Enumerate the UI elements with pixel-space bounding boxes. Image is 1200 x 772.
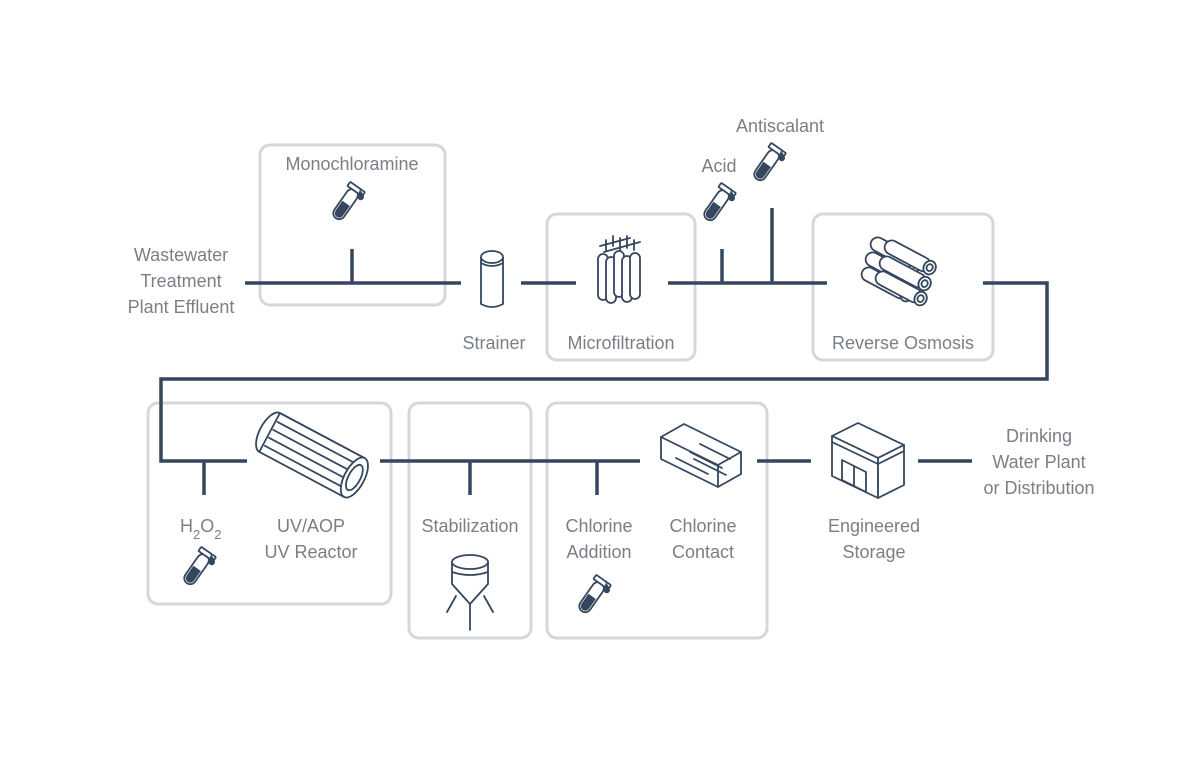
test-tube-icon-chlorine-addition <box>573 573 612 618</box>
uv-reactor-icon <box>255 411 369 499</box>
destination-label-line-2: Water Plant <box>992 452 1085 472</box>
storage-label-line-2: Storage <box>842 542 905 562</box>
source-label-line-2: Treatment <box>140 271 221 291</box>
chlorine-addition-label-line-2: Addition <box>566 542 631 562</box>
source-label-line-3: Plant Effluent <box>128 297 235 317</box>
microfiltration-label: Microfiltration <box>567 333 674 353</box>
uvaop-label-line-1: UV/AOP <box>277 516 345 536</box>
test-tube-icon-antiscalant <box>748 141 787 186</box>
h2o2-label: H2O2 <box>180 516 221 542</box>
uvaop-label-line-2: UV Reactor <box>264 542 357 562</box>
stabilization-box <box>407 401 533 640</box>
monochloramine-label: Monochloramine <box>285 154 418 174</box>
storage-label-line-1: Engineered <box>828 516 920 536</box>
strainer-icon <box>480 250 504 308</box>
silo-icon <box>446 554 494 631</box>
antiscalant-label: Antiscalant <box>736 116 824 136</box>
uvaop-box <box>146 401 393 606</box>
destination-label-line-1: Drinking <box>1006 426 1072 446</box>
destination-label-line-3: or Distribution <box>983 478 1094 498</box>
chlorine-addition-label-line-1: Chlorine <box>565 516 632 536</box>
acid-label: Acid <box>701 156 736 176</box>
stabilization-label: Stabilization <box>421 516 518 536</box>
reverse-osmosis-box <box>811 212 995 362</box>
storage-building-icon <box>831 422 905 499</box>
reverse-osmosis-label: Reverse Osmosis <box>832 333 974 353</box>
pipes-row-2 <box>202 459 972 495</box>
test-tube-icon-acid <box>698 181 737 226</box>
source-label-line-1: Wastewater <box>134 245 228 265</box>
ro-membrane-icon <box>860 236 937 307</box>
monochloramine-box <box>258 143 447 307</box>
pipes-row-1 <box>159 208 1049 463</box>
microfiltration-icon <box>597 235 641 304</box>
strainer-label: Strainer <box>462 333 525 353</box>
chlorine-contact-label-line-2: Contact <box>672 542 734 562</box>
contact-tank-icon <box>660 423 742 488</box>
microfiltration-box <box>545 212 697 362</box>
chlorine-contact-label-line-1: Chlorine <box>669 516 736 536</box>
chlorine-box <box>545 401 769 640</box>
test-tube-icon-h2o2 <box>178 545 217 590</box>
test-tube-icon-monochloramine <box>327 180 366 225</box>
